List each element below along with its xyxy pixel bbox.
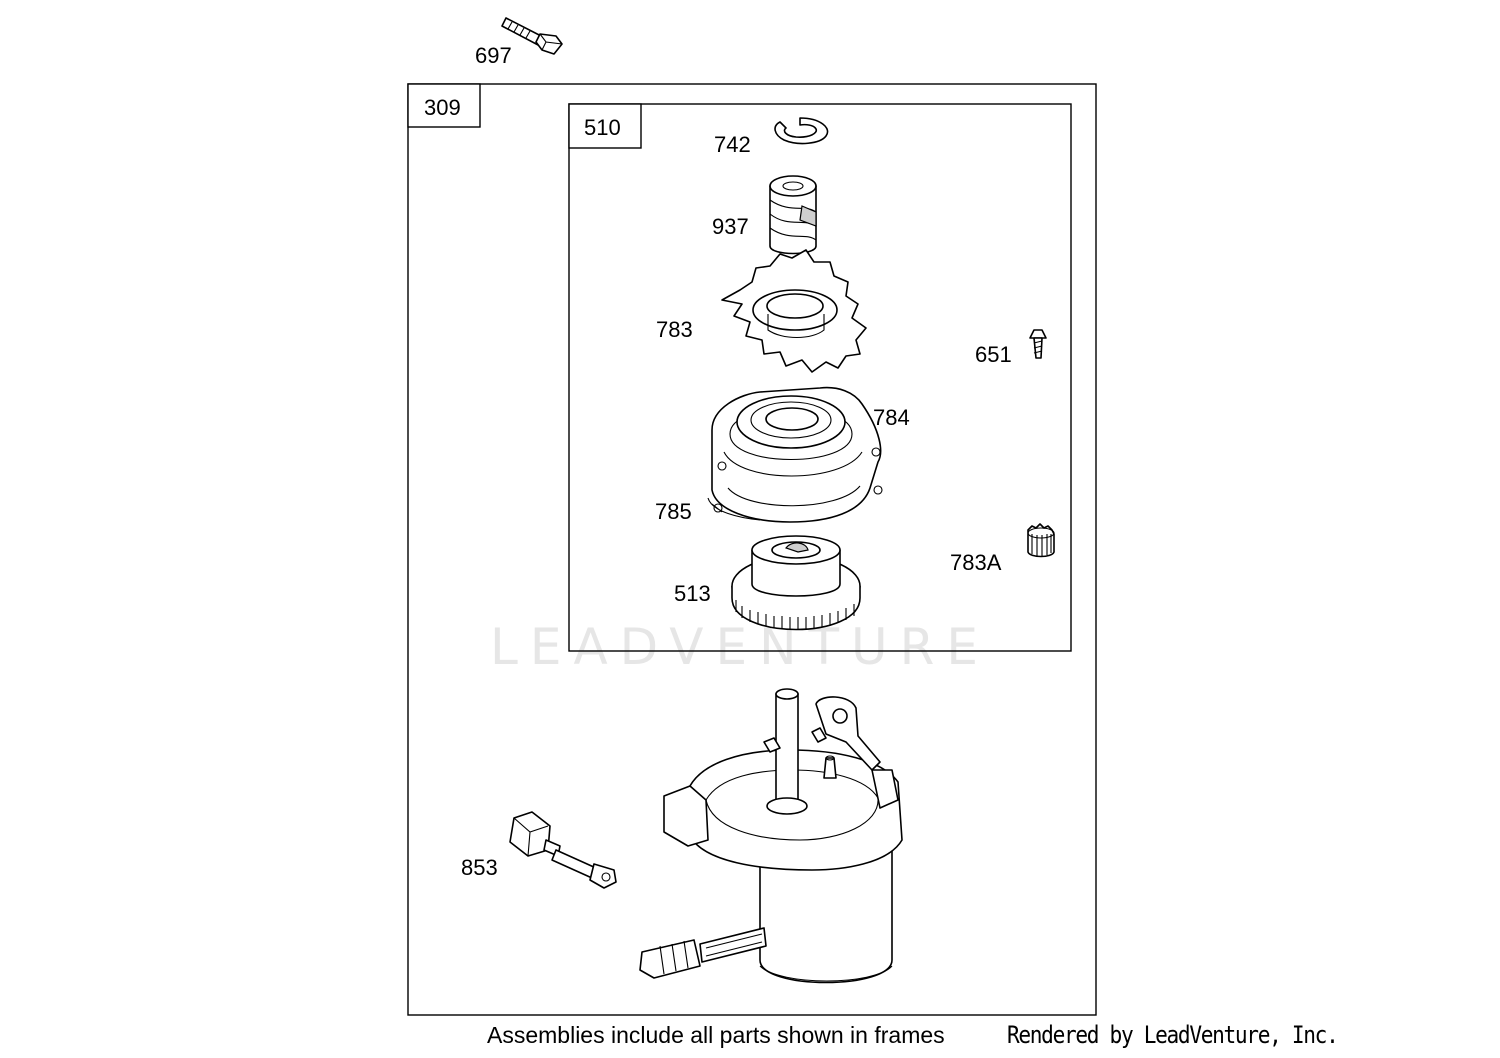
starter-motor-icon: [639, 688, 903, 984]
drive-spring-icon: [769, 175, 817, 255]
frame-309-label: 309: [424, 95, 461, 120]
assemblies-note: Assemblies include all parts shown in fr…: [487, 1022, 945, 1048]
pinion-gear-icon: [721, 249, 867, 373]
frame-510-label: 510: [584, 115, 621, 140]
part-label-651: 651: [975, 342, 1012, 367]
frame-510: 510: [568, 103, 1072, 652]
gasket-icon: [707, 485, 883, 521]
part-label-513: 513: [674, 581, 711, 606]
part-label-937: 937: [712, 214, 749, 239]
screw-icon: [1029, 329, 1047, 359]
clutch-gear-icon: [731, 535, 861, 631]
wire-connector-icon: [509, 811, 617, 889]
part-label-784: 784: [873, 405, 910, 430]
drive-housing-icon: [711, 386, 882, 523]
small-gear-icon: [1027, 523, 1055, 558]
part-label-785: 785: [655, 499, 692, 524]
frame-309: 309: [407, 83, 1097, 1016]
part-label-742: 742: [714, 132, 751, 157]
part-label-783: 783: [656, 317, 693, 342]
part-label-853: 853: [461, 855, 498, 880]
rendered-by-credit: Rendered by LeadVenture, Inc.: [1007, 1021, 1339, 1049]
watermark-text: LEADVENTURE: [490, 618, 990, 676]
part-label-697: 697: [475, 43, 512, 68]
retaining-ring-icon: [774, 117, 829, 145]
part-label-783A: 783A: [950, 550, 1002, 575]
bolt-icon: [501, 17, 563, 55]
